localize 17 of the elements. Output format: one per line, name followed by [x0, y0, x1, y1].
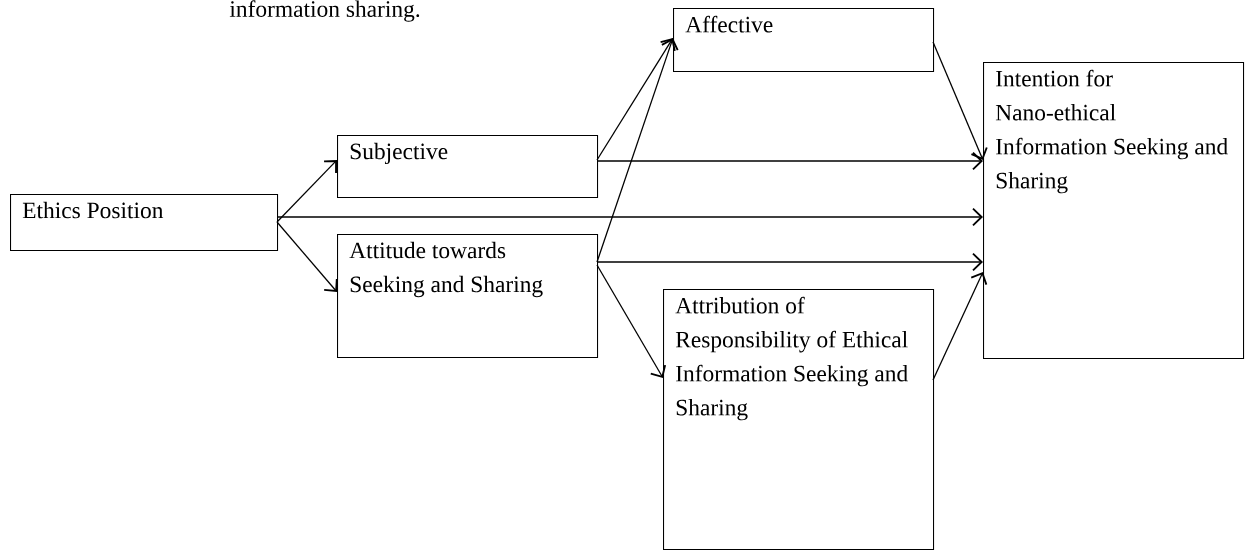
- arrow: [932, 41, 988, 160]
- arrow: [596, 151, 983, 171]
- text-box: Intention for Nano-ethical Information Seeking and Sharing: [983, 62, 1245, 360]
- text-line: information sharing.: [229, 0, 420, 22]
- arrow: [276, 160, 337, 223]
- text-box: Attitude towards Seeking and Sharing: [337, 234, 599, 359]
- arrow: [596, 252, 983, 272]
- arrow: [596, 264, 667, 378]
- text-box: Affective: [673, 8, 935, 73]
- text-box: Ethics Position: [10, 194, 279, 252]
- arrow: [596, 38, 679, 263]
- arrow: [276, 221, 338, 292]
- text-box: Subjective: [337, 135, 599, 199]
- arrow: [596, 38, 676, 161]
- text-box: Attribution of Responsibility of Ethical Information Seeking and Sharing: [663, 289, 935, 551]
- arrow: [276, 207, 983, 227]
- arrow: [932, 272, 988, 381]
